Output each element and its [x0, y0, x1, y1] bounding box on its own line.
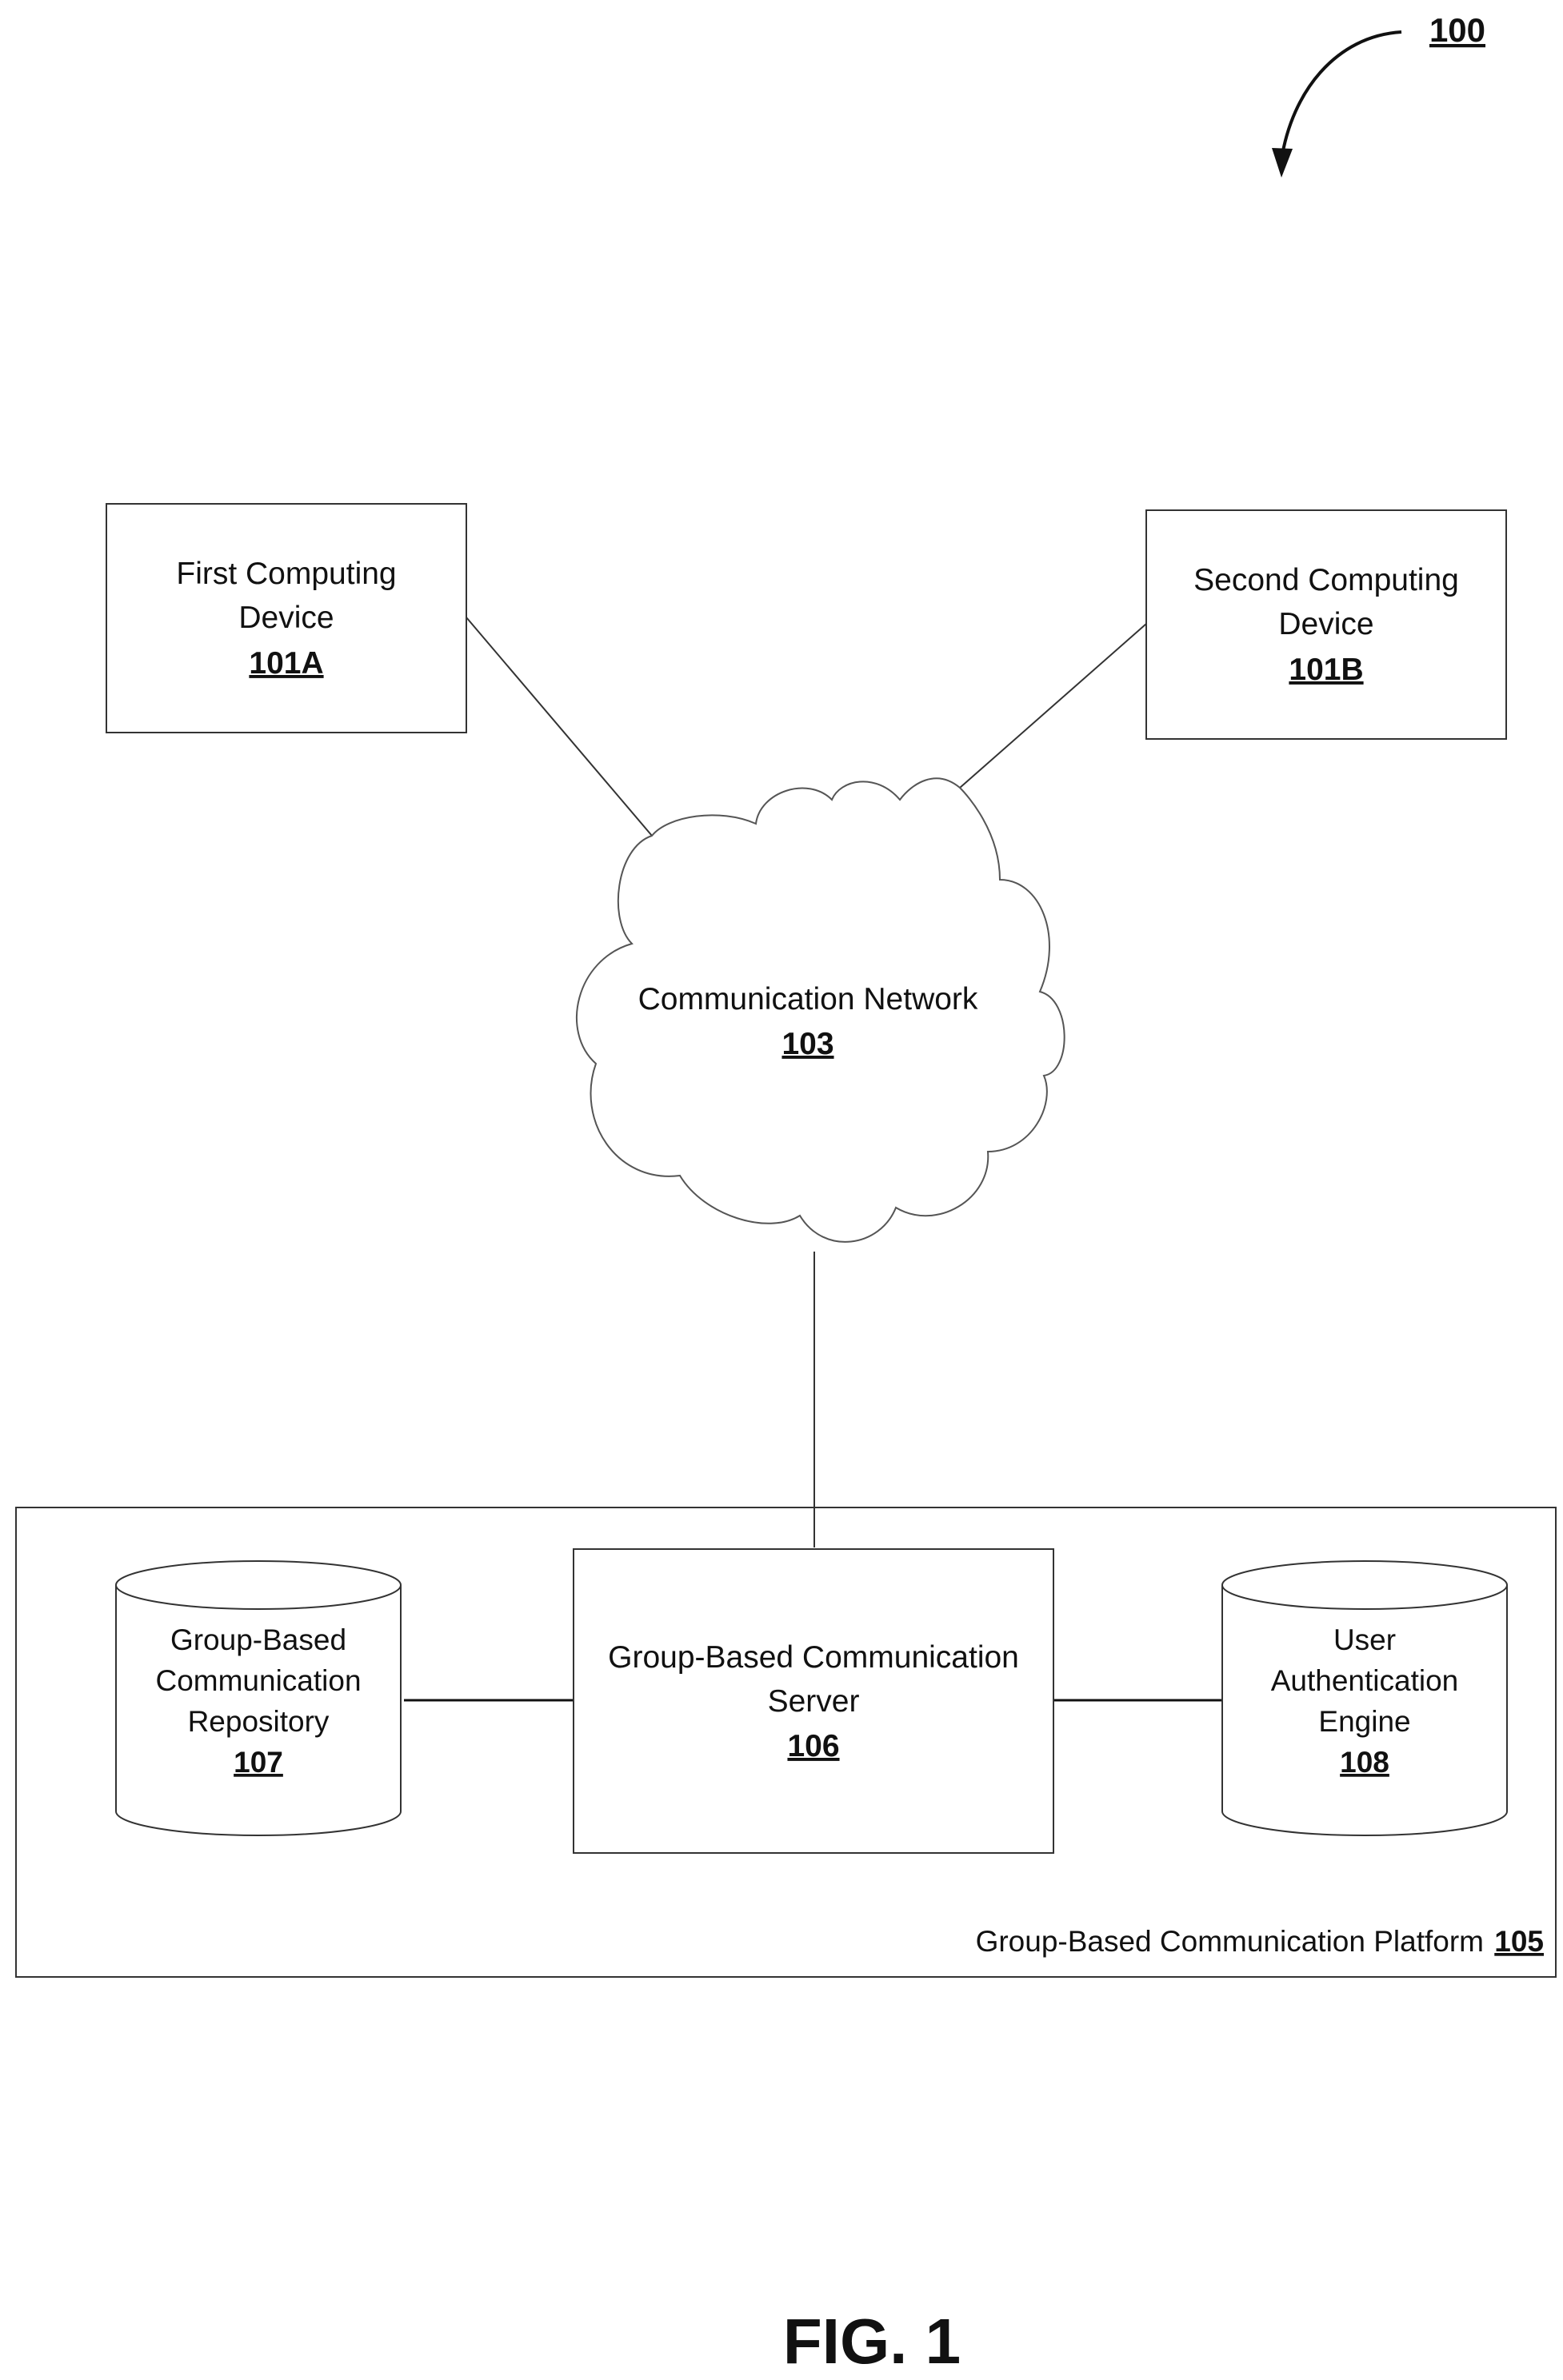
server-label-line2: Server — [768, 1684, 860, 1719]
first-device-ref: 101A — [249, 646, 323, 681]
figure-ref-label: 100 — [1429, 11, 1485, 49]
second-device-label-line1: Second Computing — [1193, 563, 1459, 597]
auth-engine-label-line2: Authentication — [1271, 1664, 1459, 1697]
figure-ref-arrow — [1281, 32, 1401, 160]
communication-network-cloud: Communication Network 103 — [577, 778, 1065, 1242]
repository-label-line3: Repository — [188, 1705, 330, 1738]
first-computing-device-box: First Computing Device 101A — [106, 504, 466, 733]
second-device-label-line2: Device — [1278, 607, 1373, 641]
figure-ref-arrowhead — [1272, 148, 1293, 178]
auth-engine-ref: 108 — [1340, 1746, 1389, 1779]
repository-label-line1: Group-Based — [170, 1623, 346, 1656]
network-label: Communication Network — [638, 982, 978, 1016]
figure-caption: FIG. 1 — [783, 2306, 961, 2377]
platform-ref: 105 — [1494, 1925, 1544, 1958]
auth-engine-database-icon: User Authentication Engine 108 — [1222, 1561, 1507, 1835]
platform-label: Group-Based Communication Platform — [976, 1925, 1484, 1958]
network-ref: 103 — [782, 1027, 833, 1061]
first-device-label-line2: Device — [238, 601, 334, 635]
repository-ref: 107 — [234, 1746, 283, 1779]
auth-engine-label-line3: Engine — [1318, 1705, 1410, 1738]
repository-database-icon: Group-Based Communication Repository 107 — [116, 1561, 401, 1835]
first-device-label-line1: First Computing — [176, 557, 396, 591]
second-device-ref: 101B — [1289, 653, 1363, 687]
server-box: Group-Based Communication Server 106 — [574, 1549, 1053, 1853]
server-label-line1: Group-Based Communication — [608, 1640, 1019, 1675]
connector-first-device-network — [466, 617, 652, 836]
repository-label-line2: Communication — [155, 1664, 361, 1697]
auth-engine-label-line1: User — [1333, 1623, 1396, 1656]
second-computing-device-box: Second Computing Device 101B — [1146, 510, 1506, 739]
server-ref: 106 — [787, 1729, 839, 1763]
connector-second-device-network — [960, 624, 1146, 788]
